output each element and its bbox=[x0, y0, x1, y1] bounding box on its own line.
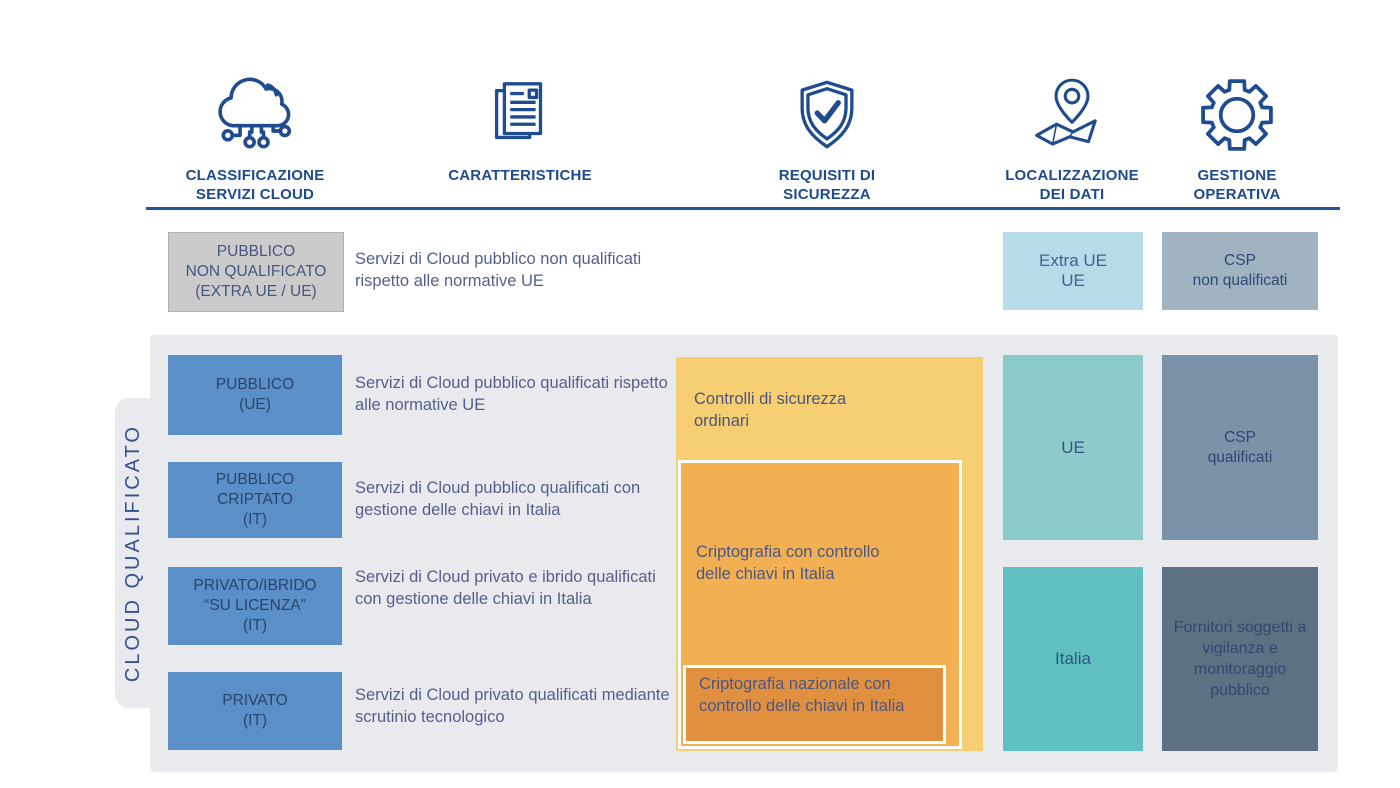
description-privato: Servizi di Cloud privato qualificati med… bbox=[355, 686, 670, 726]
security-label-criptografia-nazionale: Criptografia nazionale con controllo del… bbox=[699, 675, 905, 715]
security-label-ordinari: Controlli di sicurezza ordinari bbox=[694, 390, 847, 430]
operations-box-fornitori-vigilanza: Fornitori soggetti a vigilanza e monitor… bbox=[1162, 567, 1318, 751]
security-box-criptografia-chiavi-italia: Criptografia con controllo delle chiavi … bbox=[678, 460, 962, 749]
classification-label: PUBBLICO CRIPTATO (IT) bbox=[215, 471, 295, 528]
security-box-criptografia-nazionale: Criptografia nazionale con controllo del… bbox=[683, 665, 946, 744]
shield-check-icon bbox=[788, 70, 866, 158]
localization-label: Extra UE UE bbox=[1038, 251, 1108, 290]
operations-box-csp-non-qualificati: CSP non qualificati bbox=[1162, 232, 1318, 310]
operations-label: Fornitori soggetti a vigilanza e monitor… bbox=[1173, 619, 1307, 699]
header-label-requisiti: REQUISITI DI SICUREZZA bbox=[778, 167, 876, 203]
cloud-network-icon bbox=[207, 70, 303, 158]
description-pubblico-ue: Servizi di Cloud pubblico qualificati ri… bbox=[355, 374, 668, 414]
header-label-caratteristiche: CARATTERISTICHE bbox=[448, 167, 592, 184]
map-pin-icon bbox=[1026, 70, 1118, 158]
localization-box-ue: UE bbox=[1003, 355, 1143, 540]
documents-icon bbox=[481, 70, 559, 158]
operations-label: CSP non qualificati bbox=[1192, 252, 1288, 289]
localization-label: UE bbox=[1061, 437, 1085, 457]
description-privato-ibrido: Servizi di Cloud privato e ibrido qualif… bbox=[355, 568, 656, 608]
localization-box-extra-ue: Extra UE UE bbox=[1003, 232, 1143, 310]
classification-label: PRIVATO (IT) bbox=[222, 692, 288, 729]
classification-label: PRIVATO/IBRIDO “SU LICENZA” (IT) bbox=[193, 577, 317, 634]
description-pubblico-criptato: Servizi di Cloud pubblico qualificati co… bbox=[355, 479, 641, 519]
classification-box-pubblico-criptato: PUBBLICO CRIPTATO (IT) bbox=[168, 462, 342, 538]
localization-box-italia: Italia bbox=[1003, 567, 1143, 751]
header-label-localizzazione: LOCALIZZAZIONE DEI DATI bbox=[1005, 167, 1139, 203]
localization-label: Italia bbox=[1055, 649, 1091, 668]
header-col-caratteristiche: CARATTERISTICHE bbox=[420, 70, 620, 185]
security-label-criptografia: Criptografia con controllo delle chiavi … bbox=[696, 543, 880, 583]
header-col-gestione: GESTIONE OPERATIVA bbox=[1137, 70, 1337, 204]
classification-box-pubblico-non-qualificato: PUBBLICO NON QUALIFICATO (EXTRA UE / UE) bbox=[168, 232, 344, 312]
classification-label: PUBBLICO NON QUALIFICATO (EXTRA UE / UE) bbox=[185, 243, 327, 300]
classification-box-pubblico-ue: PUBBLICO (UE) bbox=[168, 355, 342, 435]
classification-label: PUBBLICO (UE) bbox=[215, 376, 295, 413]
gear-icon bbox=[1195, 70, 1279, 158]
operations-box-csp-qualificati: CSP qualificati bbox=[1162, 355, 1318, 540]
operations-label: CSP qualificati bbox=[1207, 428, 1273, 466]
description-pubblico-non-qualificato: Servizi di Cloud pubblico non qualificat… bbox=[355, 250, 642, 290]
header-label-gestione: GESTIONE OPERATIVA bbox=[1193, 167, 1281, 203]
cloud-qualificato-label: CLOUD QUALIFICATO bbox=[122, 423, 144, 683]
classification-box-privato: PRIVATO (IT) bbox=[168, 672, 342, 750]
header-label-classificazione: CLASSIFICAZIONE SERVIZI CLOUD bbox=[185, 167, 325, 203]
header-col-requisiti: REQUISITI DI SICUREZZA bbox=[727, 70, 927, 204]
header-col-localizzazione: LOCALIZZAZIONE DEI DATI bbox=[972, 70, 1172, 204]
header-divider-line bbox=[146, 207, 1340, 210]
header-col-classificazione: CLASSIFICAZIONE SERVIZI CLOUD bbox=[155, 70, 355, 204]
security-box-controlli-ordinari: Controlli di sicurezza ordinari Criptogr… bbox=[676, 357, 983, 751]
classification-box-privato-ibrido: PRIVATO/IBRIDO “SU LICENZA” (IT) bbox=[168, 567, 342, 645]
